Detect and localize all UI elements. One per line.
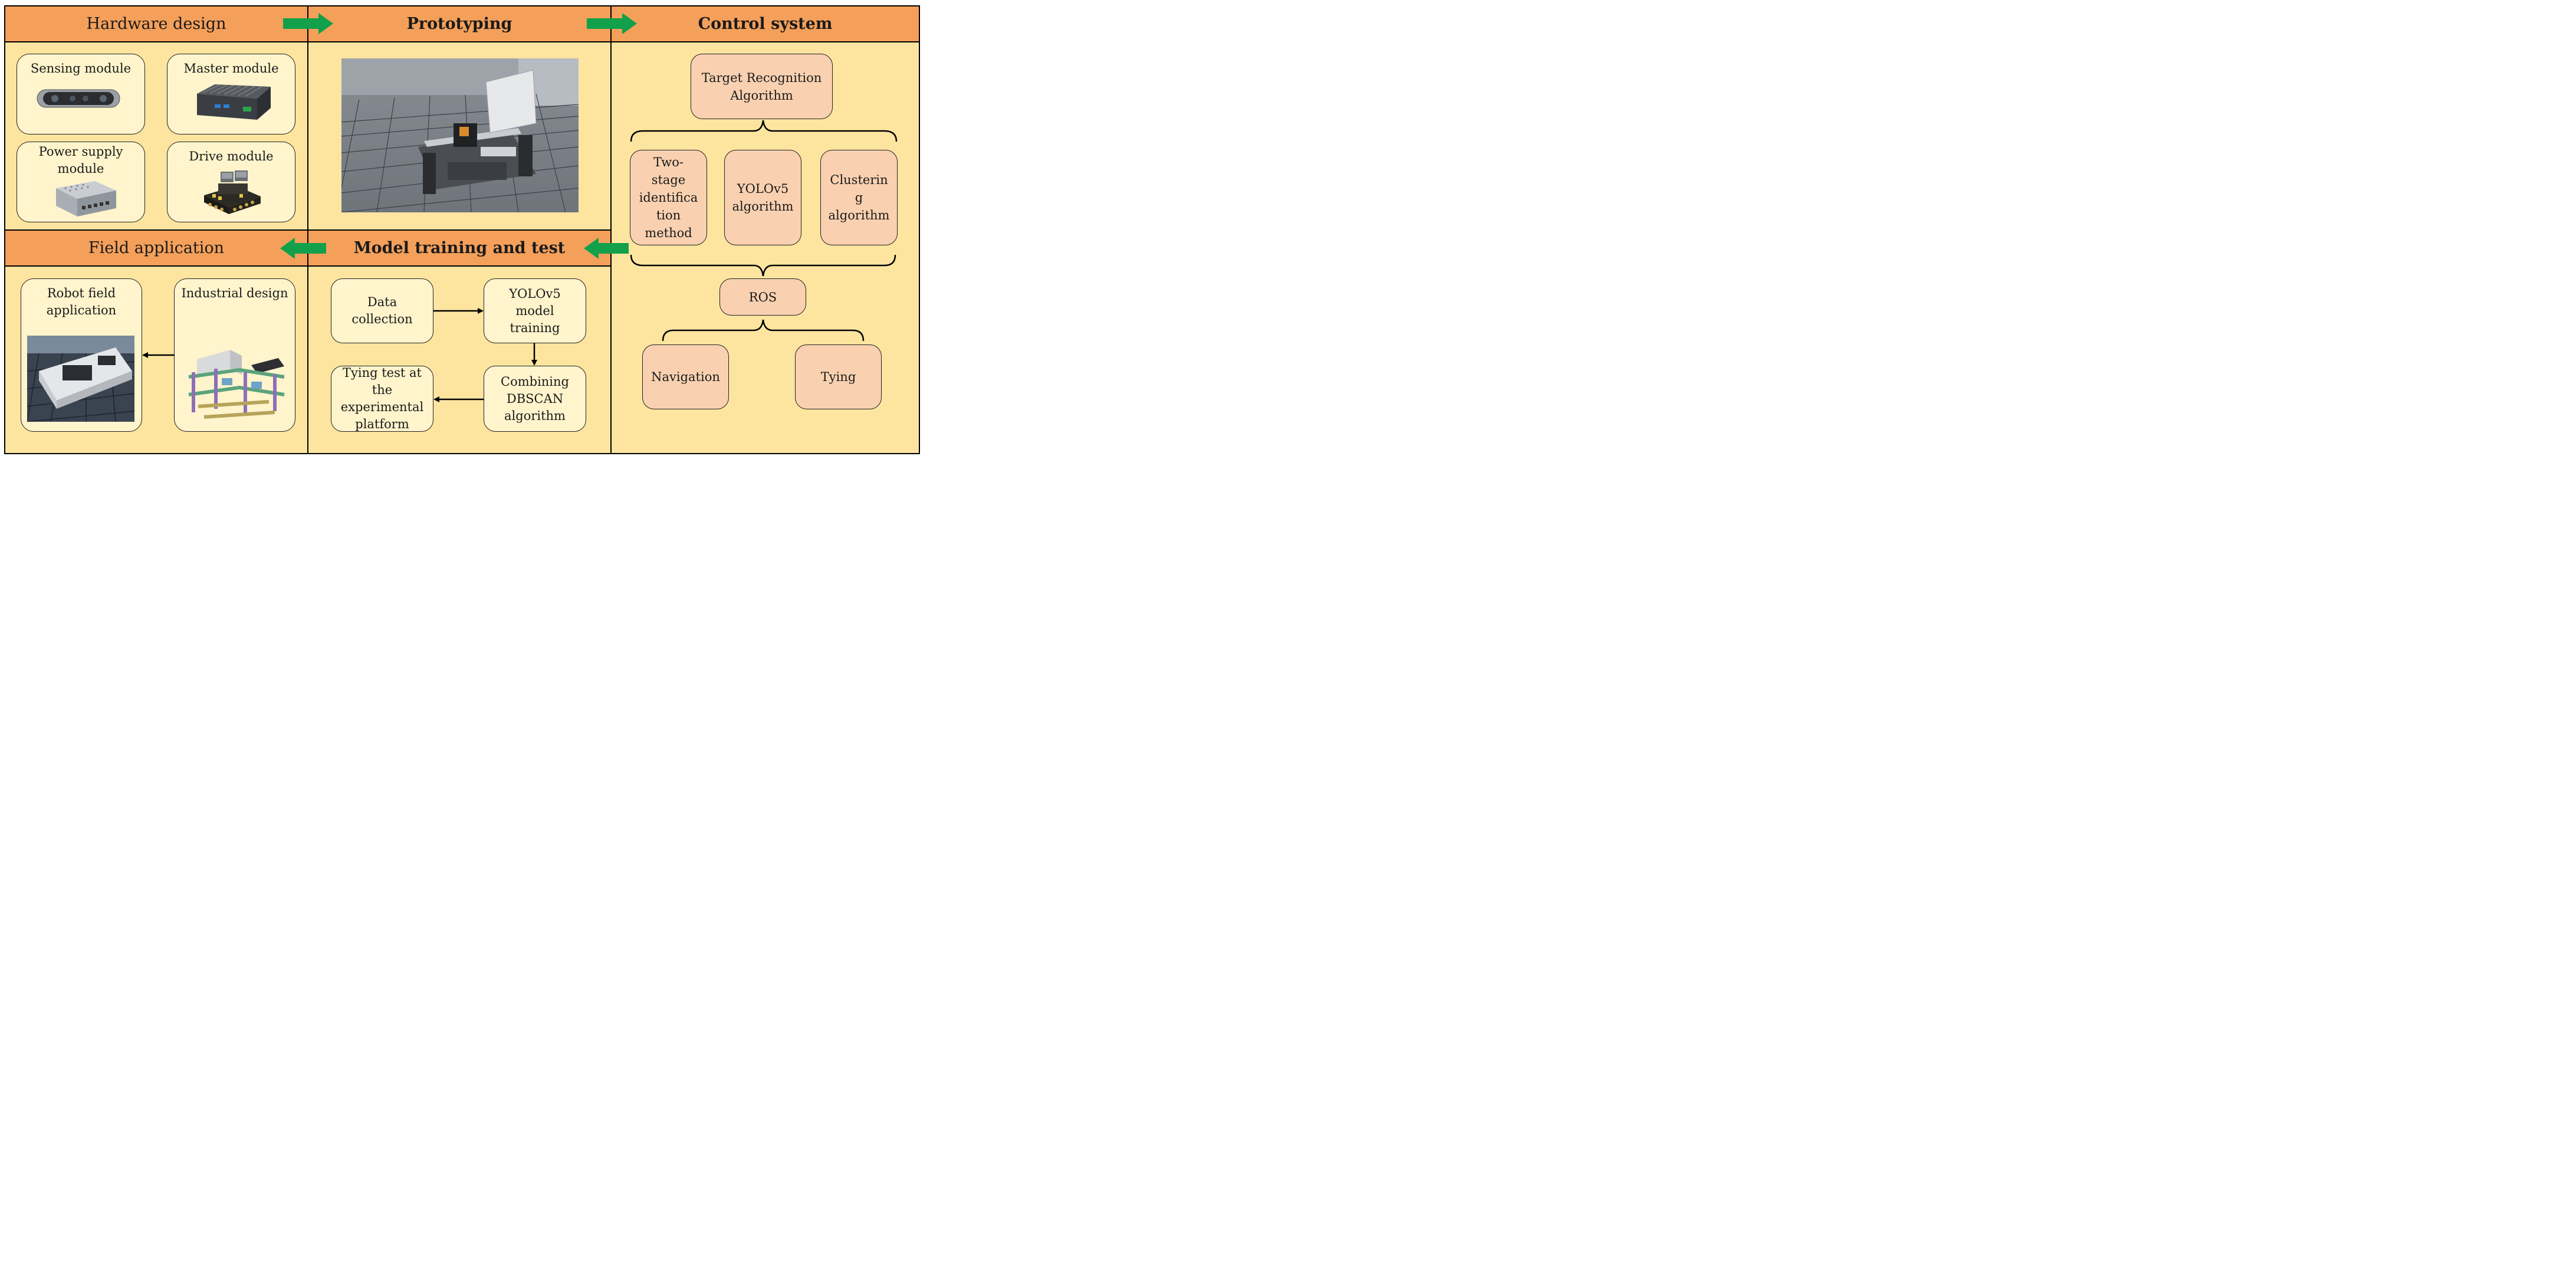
header-model: Model training and test	[308, 230, 611, 267]
ros-label: ROS	[748, 290, 777, 304]
brace-methods-ros	[630, 254, 896, 277]
target-recognition-label: Target Recognition Algorithm	[701, 70, 822, 103]
ros-box: ROS	[719, 278, 806, 316]
border-top	[5, 5, 920, 6]
motor-driver-image	[204, 170, 261, 214]
industrial-design-label: Industrial design	[181, 286, 288, 300]
yolov5-model-training-label: YOLOv5 model training	[509, 286, 561, 335]
header-model-label: Model training and test	[353, 238, 566, 257]
header-hardware: Hardware design	[5, 6, 308, 42]
depth-camera-image	[37, 89, 120, 108]
power-supply-image	[56, 181, 116, 216]
master-module-box: Master module	[167, 54, 295, 134]
divider-v2	[610, 5, 612, 454]
header-control: Control system	[611, 6, 919, 42]
data-collection-label: Data collection	[351, 295, 413, 326]
combining-dbscan-label: Combining DBSCAN algorithm	[501, 374, 569, 423]
industrial-design-render	[188, 350, 285, 419]
flow-arrow-prototyping-to-control	[587, 13, 637, 34]
brace-target-methods	[630, 120, 898, 142]
border-right	[919, 5, 920, 454]
header-hardware-label: Hardware design	[86, 14, 226, 33]
flow-arrow-hardware-to-prototyping	[283, 13, 333, 34]
target-recognition-box: Target Recognition Algorithm	[691, 54, 833, 119]
robot-field-application-box: Robot field application	[21, 278, 142, 432]
drive-module-box: Drive module	[167, 142, 295, 222]
brace-ros-outputs	[662, 319, 865, 342]
connectors-overlay	[142, 13, 898, 402]
tying-test-label: Tying test at the experimental platform	[340, 366, 424, 431]
header-prototyping: Prototyping	[308, 6, 611, 42]
two-stage-method-label: Two- stage identifica tion method	[639, 155, 698, 240]
border-bottom	[5, 453, 920, 454]
data-collection-box: Data collection	[331, 278, 433, 343]
tying-test-box: Tying test at the experimental platform	[331, 366, 433, 432]
power-supply-module-label: Power supply module	[38, 145, 123, 176]
flow-arrow-control-to-model	[584, 238, 629, 259]
header-control-label: Control system	[698, 14, 833, 33]
navigation-box: Navigation	[642, 344, 729, 409]
robot-field-application-label: Robot field application	[46, 286, 117, 317]
prototype-robot-photo	[341, 58, 579, 212]
sensing-module-box: Sensing module	[17, 54, 145, 134]
yolov5-algorithm-box: YOLOv5 algorithm	[724, 150, 801, 245]
field-robot-photo	[27, 336, 134, 422]
power-supply-module-box: Power supply module	[17, 142, 145, 222]
clustering-algorithm-box: Clusterin g algorithm	[820, 150, 898, 245]
tying-label: Tying	[820, 370, 856, 384]
drive-module-label: Drive module	[189, 149, 274, 163]
yolov5-model-training-box: YOLOv5 model training	[484, 278, 586, 343]
header-field-label: Field application	[88, 238, 225, 257]
master-module-label: Master module	[183, 61, 279, 76]
header-prototyping-label: Prototyping	[406, 14, 512, 33]
flow-arrow-model-to-field	[280, 238, 326, 259]
computer-unit-image	[197, 84, 271, 120]
tying-box: Tying	[795, 344, 882, 409]
industrial-design-box: Industrial design	[174, 278, 295, 432]
combining-dbscan-box: Combining DBSCAN algorithm	[484, 366, 586, 432]
sensing-module-label: Sensing module	[30, 61, 132, 76]
navigation-label: Navigation	[651, 370, 720, 384]
clustering-algorithm-label: Clusterin g algorithm	[828, 173, 890, 222]
yolov5-algorithm-label: YOLOv5 algorithm	[732, 182, 794, 214]
header-field: Field application	[5, 230, 308, 267]
two-stage-method-box: Two- stage identifica tion method	[630, 150, 707, 245]
divider-h	[5, 229, 611, 231]
